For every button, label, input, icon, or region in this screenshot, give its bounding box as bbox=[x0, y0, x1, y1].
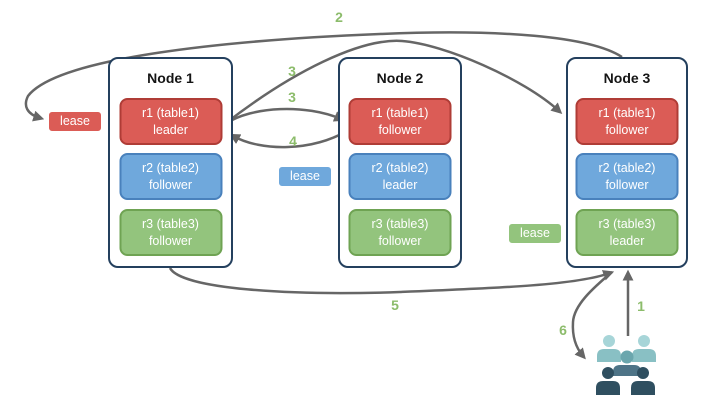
arrow-step-5 bbox=[168, 267, 615, 295]
replica-role: leader bbox=[382, 177, 418, 192]
node-2-replica-r3: r3 (table3) follower bbox=[348, 209, 452, 256]
lease-chip-blue: lease bbox=[278, 166, 332, 187]
step-label-4: 4 bbox=[289, 133, 297, 149]
replica-role: follower bbox=[605, 177, 649, 192]
node-1-replica-r1: r1 (table1) leader bbox=[119, 98, 222, 145]
replica-name: r2 (table2) bbox=[142, 161, 199, 176]
node-3-replica-r1: r1 (table1) follower bbox=[575, 98, 679, 145]
step-label-1: 1 bbox=[637, 298, 645, 314]
replica-name: r1 (table1) bbox=[598, 106, 656, 121]
step-label-6: 6 bbox=[559, 322, 567, 338]
node-3-replica-r3: r3 (table3) leader bbox=[575, 209, 679, 256]
node-1-replica-r2: r2 (table2) follower bbox=[119, 153, 222, 200]
replica-name: r3 (table3) bbox=[371, 217, 429, 232]
replica-role: follower bbox=[378, 233, 422, 248]
node-3-title: Node 3 bbox=[603, 70, 651, 86]
users-group-icon bbox=[596, 335, 656, 395]
lease-chip-green: lease bbox=[508, 223, 562, 244]
node-1: Node 1 r1 (table1) leader r2 (table2) fo… bbox=[108, 57, 233, 268]
node-2-replica-r1: r1 (table1) follower bbox=[348, 98, 452, 145]
replica-name: r1 (table1) bbox=[142, 106, 199, 121]
node-1-replica-r3: r3 (table3) follower bbox=[119, 209, 222, 256]
node-2-replica-r2: r2 (table2) leader bbox=[348, 153, 452, 200]
arrow-step-3-to-node2 bbox=[224, 107, 346, 126]
replica-name: r1 (table1) bbox=[371, 106, 429, 121]
node-2: Node 2 r1 (table1) follower r2 (table2) … bbox=[338, 57, 462, 268]
lease-chip-red: lease bbox=[48, 111, 102, 132]
replica-name: r2 (table2) bbox=[371, 161, 429, 176]
replica-name: r3 (table3) bbox=[598, 217, 656, 232]
node-1-title: Node 1 bbox=[147, 70, 194, 86]
replica-name: r2 (table2) bbox=[598, 161, 656, 176]
replica-role: leader bbox=[609, 233, 645, 248]
node-2-title: Node 2 bbox=[376, 70, 424, 86]
step-label-3b: 3 bbox=[288, 89, 296, 105]
replica-role: follower bbox=[148, 177, 193, 192]
step-label-2: 2 bbox=[335, 9, 343, 25]
replica-name: r3 (table3) bbox=[142, 217, 199, 232]
step-label-5: 5 bbox=[391, 297, 399, 313]
replica-role: leader bbox=[153, 122, 188, 137]
replica-role: follower bbox=[148, 233, 193, 248]
replica-role: follower bbox=[605, 122, 649, 137]
replica-role: follower bbox=[378, 122, 422, 137]
node-3-replica-r2: r2 (table2) follower bbox=[575, 153, 679, 200]
node-3: Node 3 r1 (table1) follower r2 (table2) … bbox=[566, 57, 688, 268]
step-label-3a: 3 bbox=[288, 63, 296, 79]
